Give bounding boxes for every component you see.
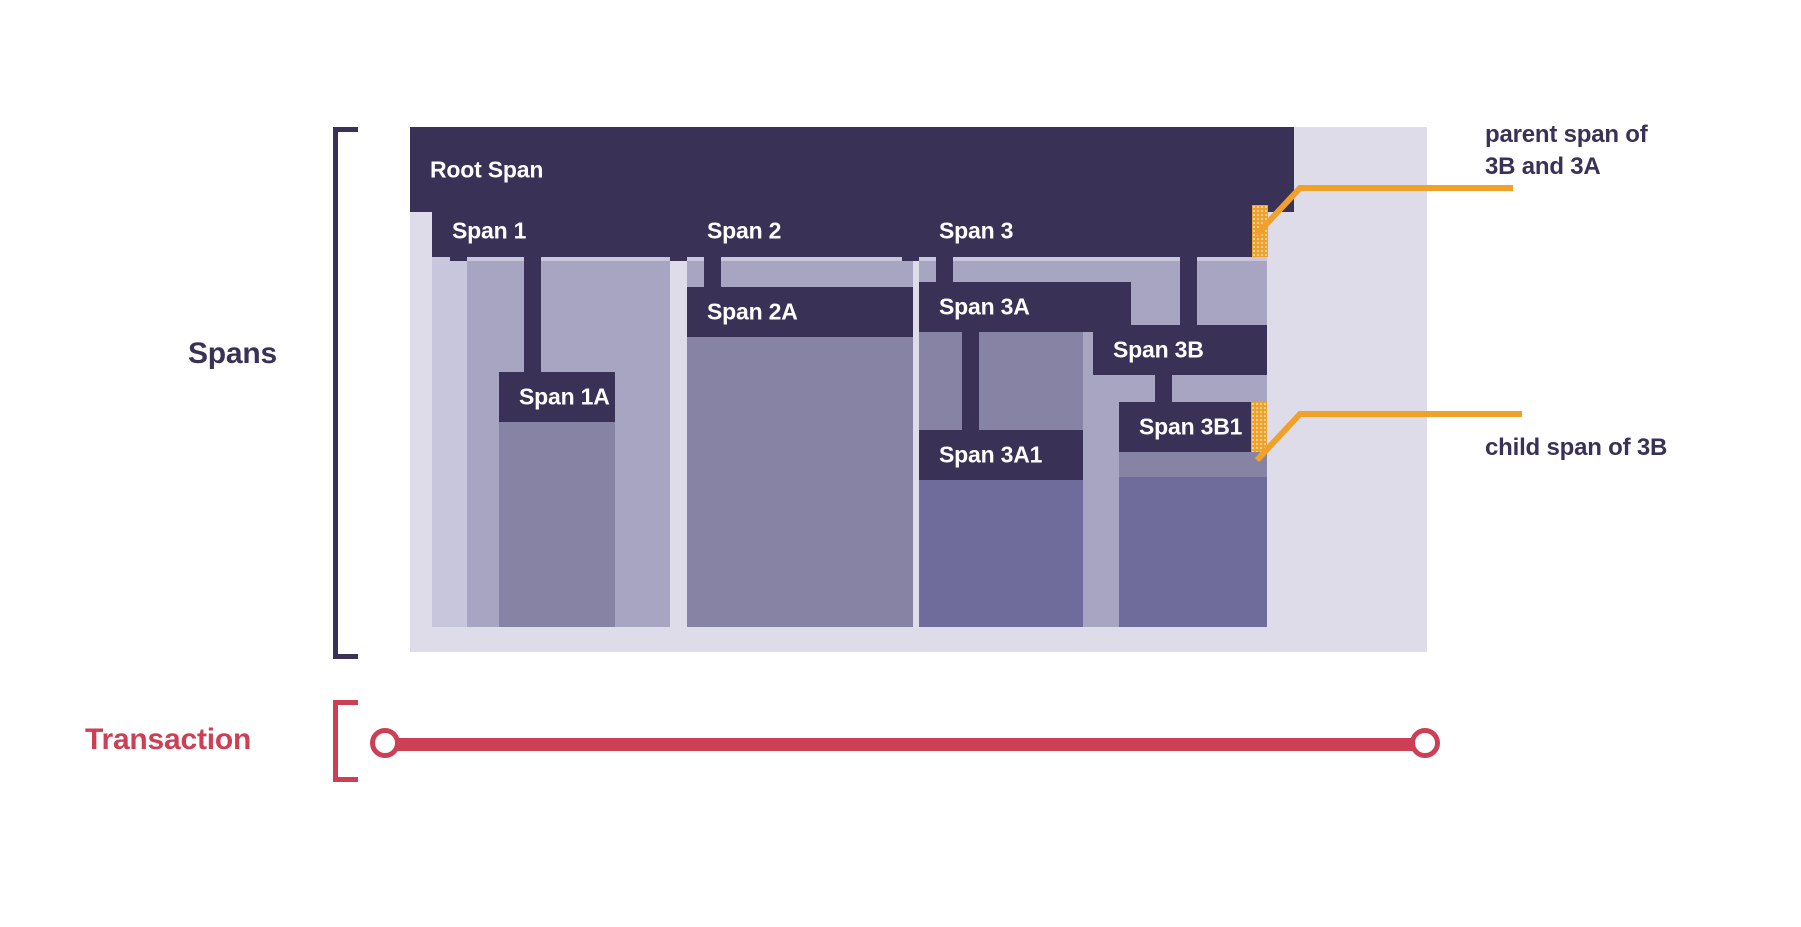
span-bar-span-2a[interactable]: Span 2A: [687, 287, 913, 337]
span-3b1-deep-interior: [1119, 477, 1267, 627]
span-bar-root-label: Root Span: [430, 156, 544, 182]
spans-axis-label: Spans: [188, 337, 278, 370]
span-bar-span-3a[interactable]: Span 3A: [919, 282, 1131, 332]
span-2a-interior: [687, 333, 913, 627]
span-bar-span-3b1[interactable]: Span 3B1: [1119, 402, 1267, 452]
span-1a-interior: [499, 417, 615, 627]
highlight-marker-span-3b1: [1251, 402, 1267, 452]
annotation-child-span-of-3b: child span of 3B: [1485, 434, 1668, 461]
transaction-axis-label: Transaction: [85, 723, 252, 756]
span-bar-span-1-label: Span 1: [452, 217, 527, 244]
span-bar-span-1[interactable]: Span 1: [432, 205, 670, 257]
span-bar-span-2a-label: Span 2A: [707, 298, 798, 325]
annotation-parent-span-of-3b-and-3a: parent span of 3B and 3A: [1485, 121, 1648, 180]
span-bar-span-2[interactable]: Span 2: [687, 205, 913, 257]
span-bar-span-1a-label: Span 1A: [519, 383, 610, 410]
span-bar-span-3a-label: Span 3A: [939, 293, 1030, 320]
transaction-timeline: [370, 728, 1440, 760]
transaction-start-marker: [370, 728, 400, 758]
transaction-line: [384, 738, 1426, 751]
transaction-bracket: [333, 700, 358, 782]
span-bar-span-2-label: Span 2: [707, 217, 782, 244]
transaction-end-marker: [1410, 728, 1440, 758]
span-bar-span-3b[interactable]: Span 3B: [1093, 325, 1267, 375]
spans-waterfall: Root Span Span 1 Span 1A Span 2 Span 2A …: [410, 127, 1427, 652]
spans-bracket: [333, 127, 358, 659]
connector-span1-to-span1a: [524, 233, 541, 417]
span-bar-root[interactable]: Root Span: [410, 127, 1294, 212]
span-3a1-interior: [919, 475, 1083, 627]
span-bar-span-3b-label: Span 3B: [1113, 336, 1204, 363]
span-bar-span-3-label: Span 3: [939, 217, 1014, 244]
highlight-marker-span-3: [1252, 205, 1268, 257]
span-bar-span-3[interactable]: Span 3: [919, 205, 1267, 257]
span-bar-span-3a1-label: Span 3A1: [939, 441, 1043, 468]
span-bar-span-3b1-label: Span 3B1: [1139, 413, 1243, 440]
span-bar-span-3a1[interactable]: Span 3A1: [919, 430, 1083, 480]
span-bar-span-1a[interactable]: Span 1A: [499, 372, 615, 422]
